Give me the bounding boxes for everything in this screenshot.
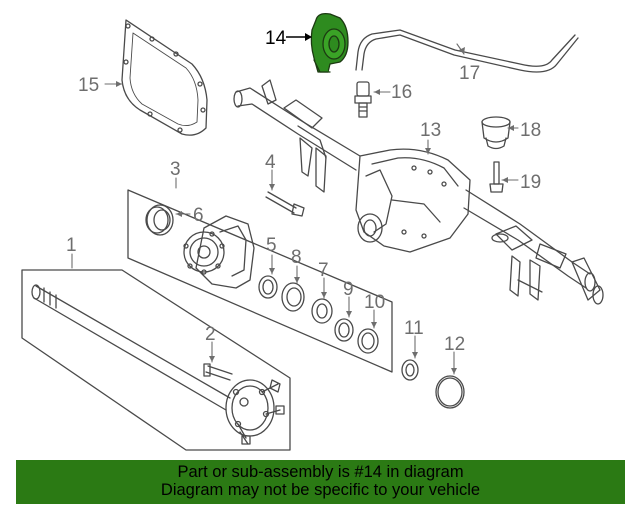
callout-3: 3	[170, 159, 181, 180]
callout-10: 10	[364, 292, 385, 313]
callout-19: 19	[520, 172, 541, 193]
part-15-differential-cover[interactable]	[121, 19, 208, 136]
part-16-vent-fitting[interactable]	[354, 81, 372, 118]
leader-lines	[71, 43, 519, 375]
callout-12: 12	[444, 334, 465, 355]
callout-14-leader	[286, 33, 312, 41]
callout-2: 2	[205, 324, 216, 345]
part-4-bolt[interactable]	[265, 191, 305, 217]
part-17-vent-hose[interactable]	[355, 29, 579, 73]
part-11-ring[interactable]	[401, 359, 419, 381]
callout-13: 13	[420, 120, 441, 141]
part-10-seal[interactable]	[357, 328, 379, 354]
callout-18: 18	[520, 120, 541, 141]
part-6-seal[interactable]	[145, 204, 174, 236]
callout-11: 11	[404, 318, 424, 339]
part-1-axle-shaft[interactable]	[31, 284, 285, 445]
part-2-bolt[interactable]	[203, 363, 233, 381]
part-7-bearing[interactable]	[311, 298, 333, 324]
part-19-bolt[interactable]	[489, 161, 504, 193]
part-14-highlighted-mount[interactable]	[310, 12, 349, 73]
callout-8: 8	[291, 247, 302, 268]
part-13-axle-housing[interactable]	[233, 79, 604, 305]
callout-9: 9	[343, 279, 354, 300]
group-3-outline	[127, 189, 393, 373]
part-18-plug[interactable]	[481, 116, 511, 150]
callout-14: 14	[265, 28, 287, 49]
part-12-o-ring[interactable]	[435, 375, 465, 409]
part-3-carrier[interactable]	[183, 215, 255, 289]
callout-5: 5	[266, 235, 277, 256]
part-5-bearing[interactable]	[258, 275, 278, 299]
callout-4: 4	[265, 152, 276, 173]
banner-line-2: Diagram may not be specific to your vehi…	[160, 481, 481, 499]
callout-7: 7	[318, 260, 329, 281]
banner-background	[16, 460, 625, 504]
callout-16: 16	[391, 82, 412, 103]
leader-arrowheads	[116, 47, 514, 374]
callout-17: 17	[459, 63, 480, 84]
part-9-shim[interactable]	[334, 318, 354, 342]
callout-15: 15	[78, 75, 99, 96]
group-1-outline	[21, 269, 291, 451]
banner-line-1: Part or sub-assembly is #14 in diagram	[177, 463, 464, 481]
callout-1: 1	[66, 235, 77, 256]
callout-6: 6	[193, 205, 204, 226]
info-banner: Part or sub-assembly is #14 in diagram D…	[16, 460, 625, 504]
part-8-bearing[interactable]	[281, 282, 305, 312]
